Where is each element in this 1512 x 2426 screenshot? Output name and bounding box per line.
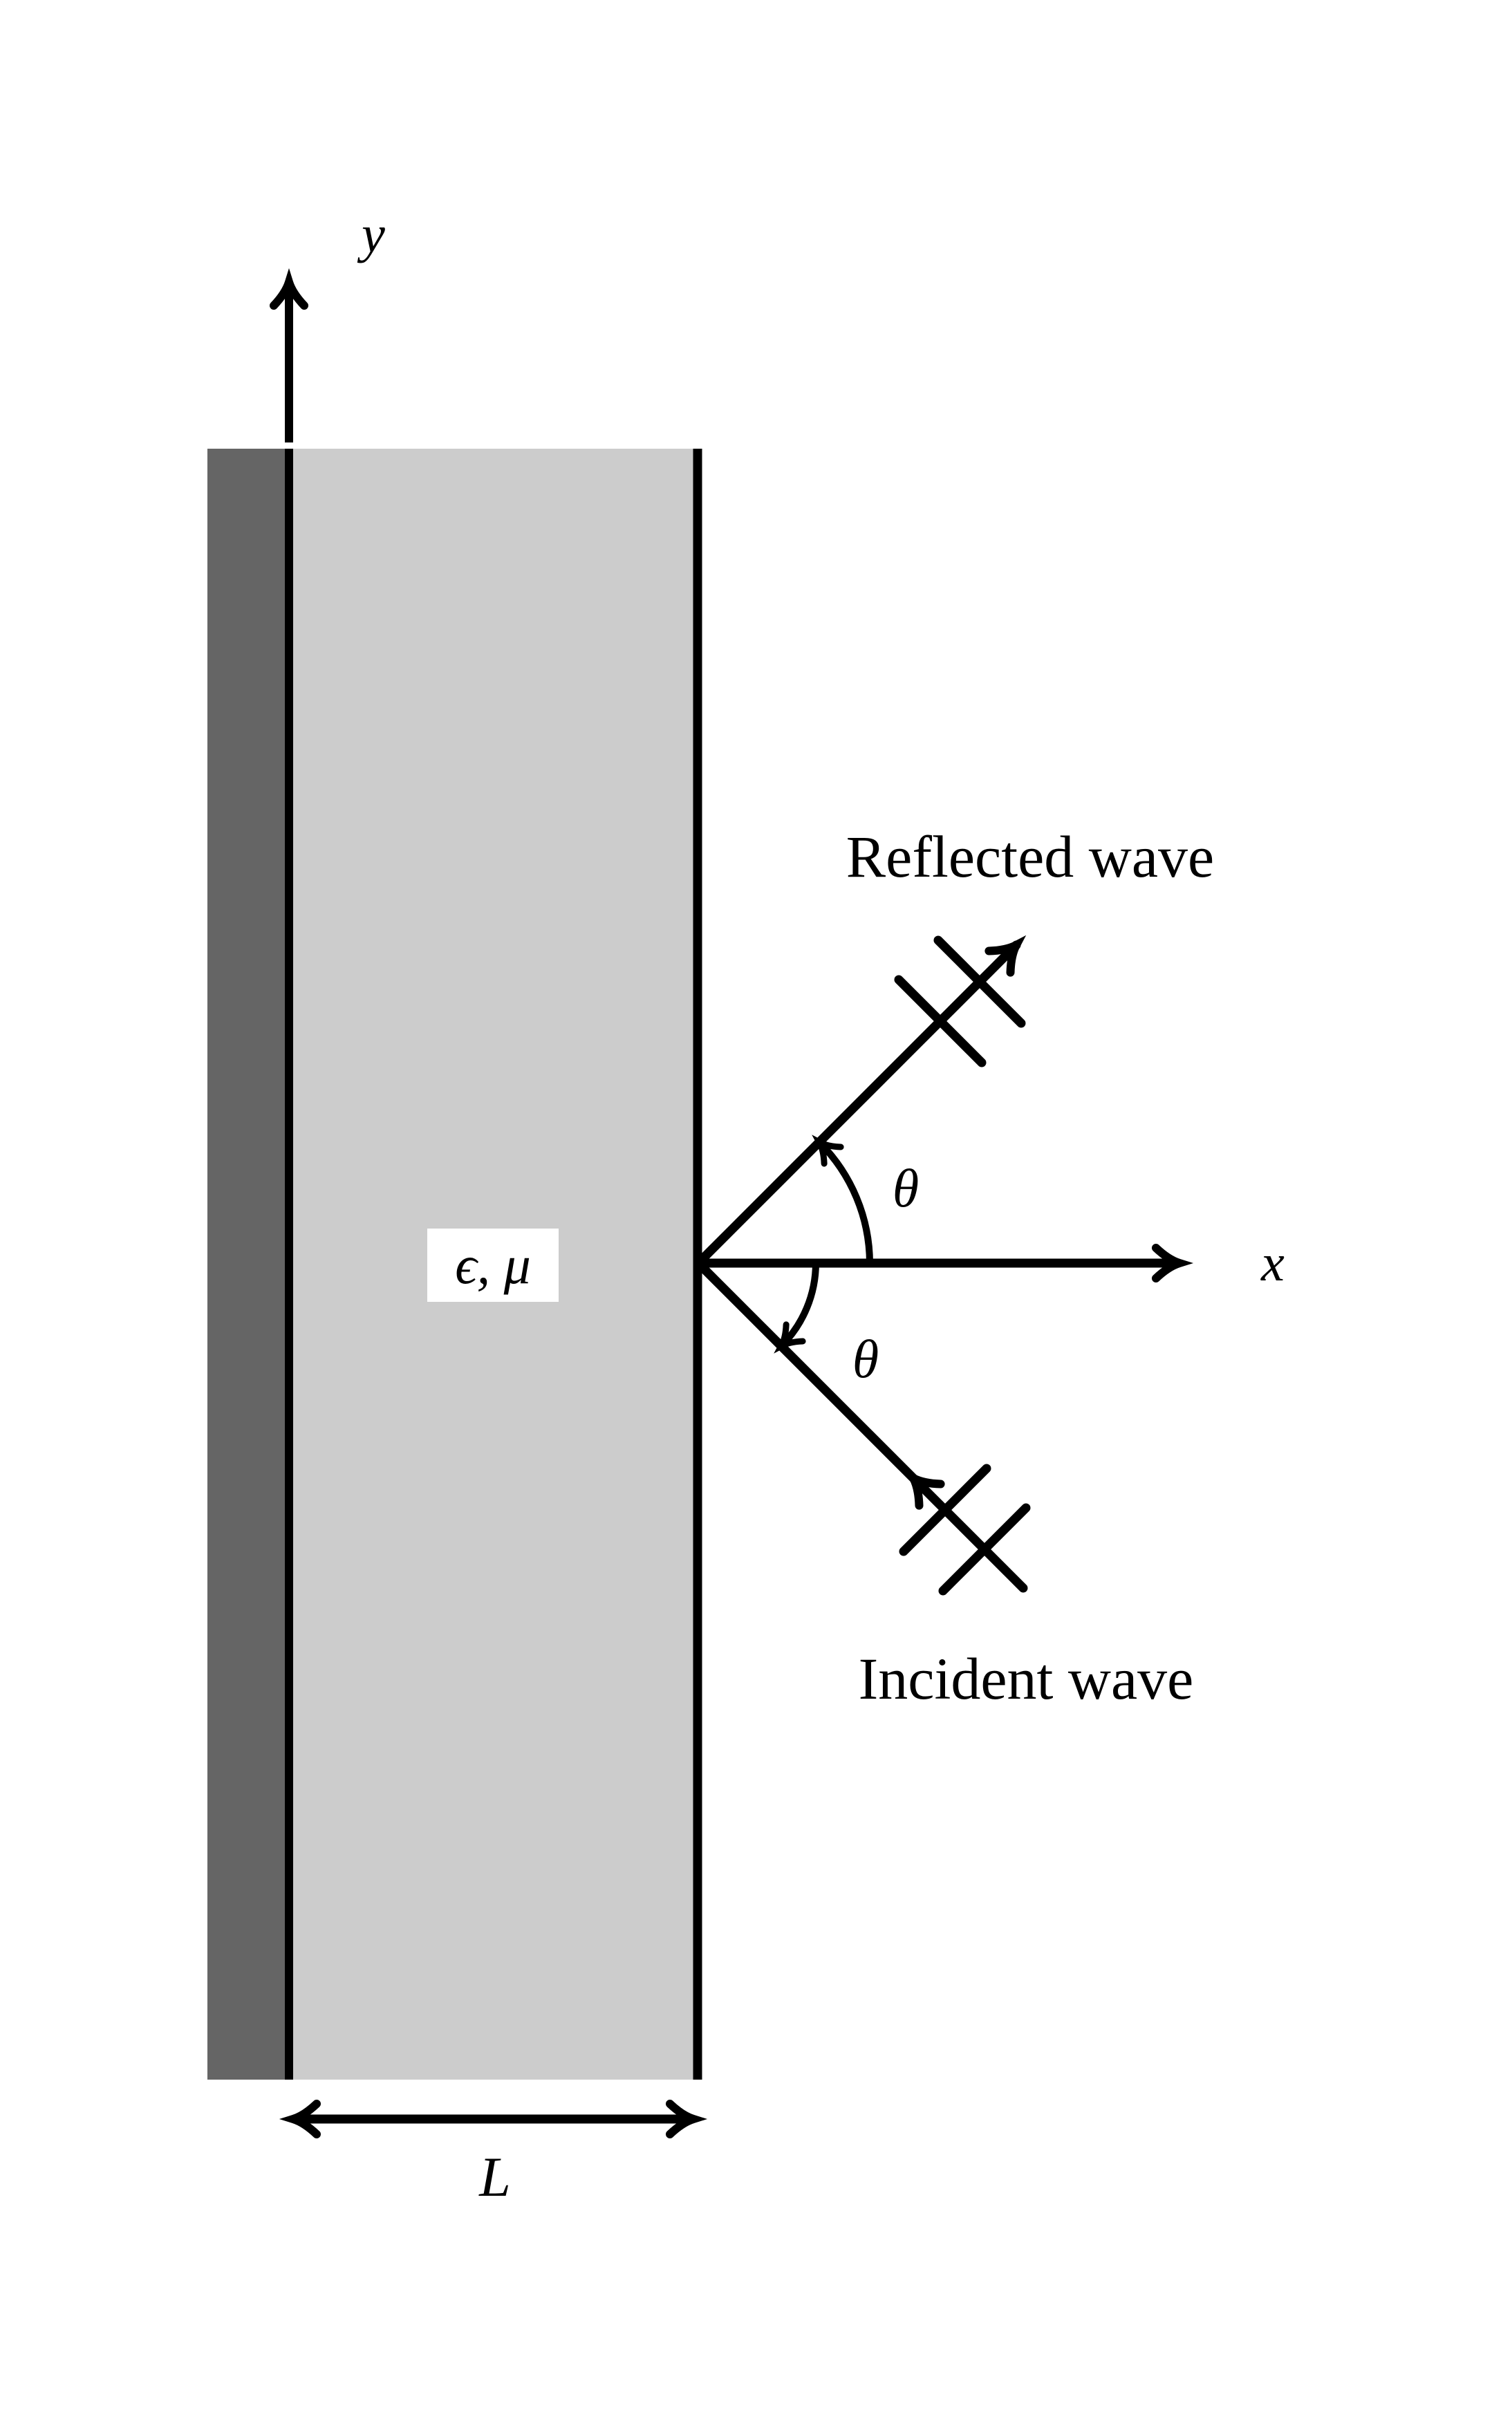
upper-theta-label: θ [893,1158,919,1218]
reflected-wavefront-tick [933,935,1026,1028]
backing-region [207,449,289,2080]
lower-theta-label: θ [852,1329,879,1389]
reflected-wavefront-tick [894,975,987,1067]
reflected-ray-arrow [693,935,1027,1268]
y-axis-label: y [357,205,385,263]
material-label: ϵ, μ [455,1235,531,1295]
incident-ray-arrow [693,1258,1028,1593]
lower-angle-arc [774,1262,819,1354]
x-axis-label: x [1260,1234,1285,1292]
reflected-wave-label: Reflected wave [846,823,1214,890]
incident-wave-label: Incident wave [859,1645,1194,1712]
incident-wavefront-tick [899,1464,991,1556]
upper-angle-arc [812,1135,873,1264]
thickness-label: L [478,2145,511,2208]
material-label-box [427,1229,559,1302]
incident-wavefront-tick [938,1503,1031,1596]
